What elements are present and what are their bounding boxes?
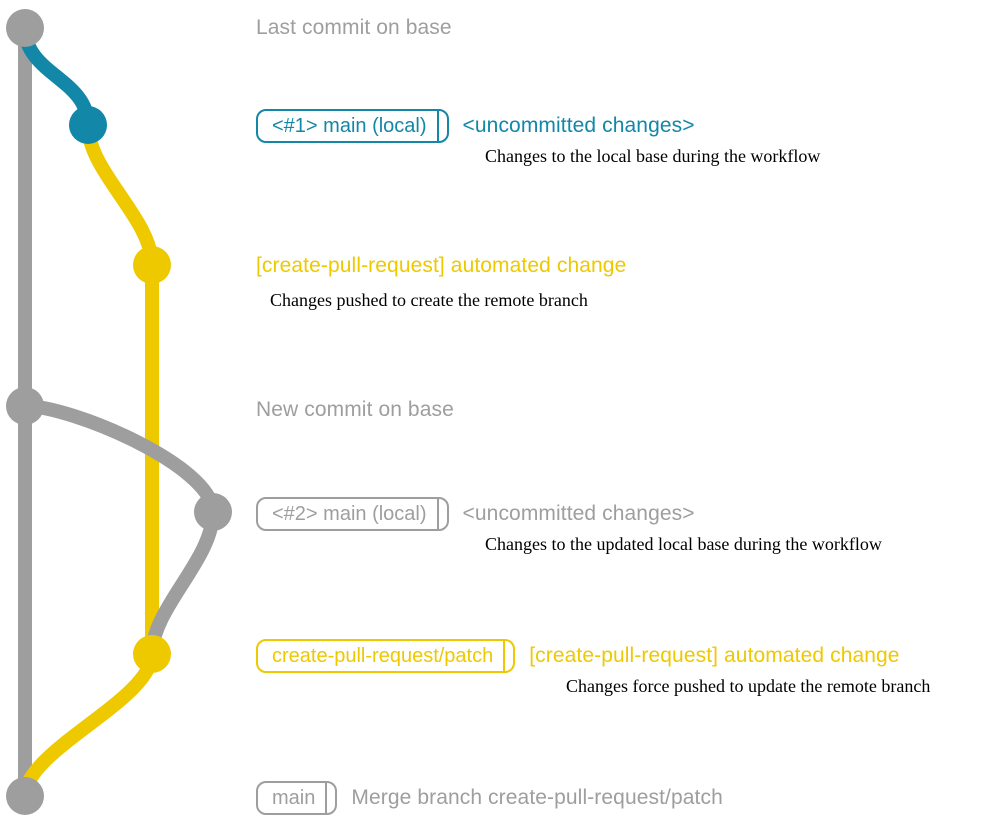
commit-row-local-commit-2: <#2> main (local) <uncommitted changes> (256, 497, 695, 531)
branch-pill-main[interactable]: main (256, 781, 338, 815)
commit-node-merge-commit (6, 777, 44, 815)
commit-subject: <uncommitted changes> (462, 502, 695, 525)
branch-pill-label: <#2> main (local) (272, 503, 427, 525)
commit-subject: [create-pull-request] automated change (529, 644, 900, 667)
branch-pill-create-pull-request-patch[interactable]: create-pull-request/patch (256, 639, 516, 673)
commit-node-last-commit-on-base (6, 9, 44, 47)
commit-subject: <uncommitted changes> (462, 114, 695, 137)
commit-node-automated-change-update (133, 635, 171, 673)
commit-row-automated-change-create: [create-pull-request] automated change (256, 252, 626, 280)
commit-subject: [create-pull-request] automated change (256, 254, 627, 277)
branch-pill-notch (436, 497, 439, 531)
commit-description-automated-change-create: Changes pushed to create the remote bran… (270, 290, 588, 310)
commit-node-automated-change-create (133, 246, 171, 284)
commit-node-local-commit-1 (69, 106, 107, 144)
commit-description-local-commit-1: Changes to the local base during the wor… (485, 146, 821, 166)
commit-subject: Merge branch create-pull-request/patch (351, 786, 723, 809)
commit-row-merge-commit: main Merge branch create-pull-request/pa… (256, 781, 723, 815)
commit-row-new-commit-on-base: New commit on base (256, 394, 454, 426)
branch-pill-main-local-2[interactable]: <#2> main (local) (256, 497, 449, 531)
branch-pill-notch (503, 639, 506, 673)
branch-pill-notch (436, 109, 439, 143)
commit-row-local-commit-1: <#1> main (local) <uncommitted changes> (256, 109, 695, 143)
branch-pill-label: create-pull-request/patch (272, 645, 494, 667)
commit-row-automated-change-update: create-pull-request/patch [create-pull-r… (256, 639, 900, 673)
commit-description-local-commit-2: Changes to the updated local base during… (485, 534, 882, 554)
branch-pill-label: <#1> main (local) (272, 115, 427, 137)
commit-subject: New commit on base (256, 398, 454, 421)
branch-pill-main-local-1[interactable]: <#1> main (local) (256, 109, 449, 143)
commit-row-last-commit-on-base: Last commit on base (256, 12, 452, 44)
commit-node-new-commit-on-base (6, 387, 44, 425)
commit-subject: Last commit on base (256, 16, 452, 39)
commit-node-local-commit-2 (194, 493, 232, 531)
commit-description-automated-change-update: Changes force pushed to update the remot… (566, 676, 931, 696)
branch-pill-notch (325, 781, 328, 815)
commit-nodes (6, 9, 232, 815)
branch-pill-label: main (272, 787, 316, 809)
